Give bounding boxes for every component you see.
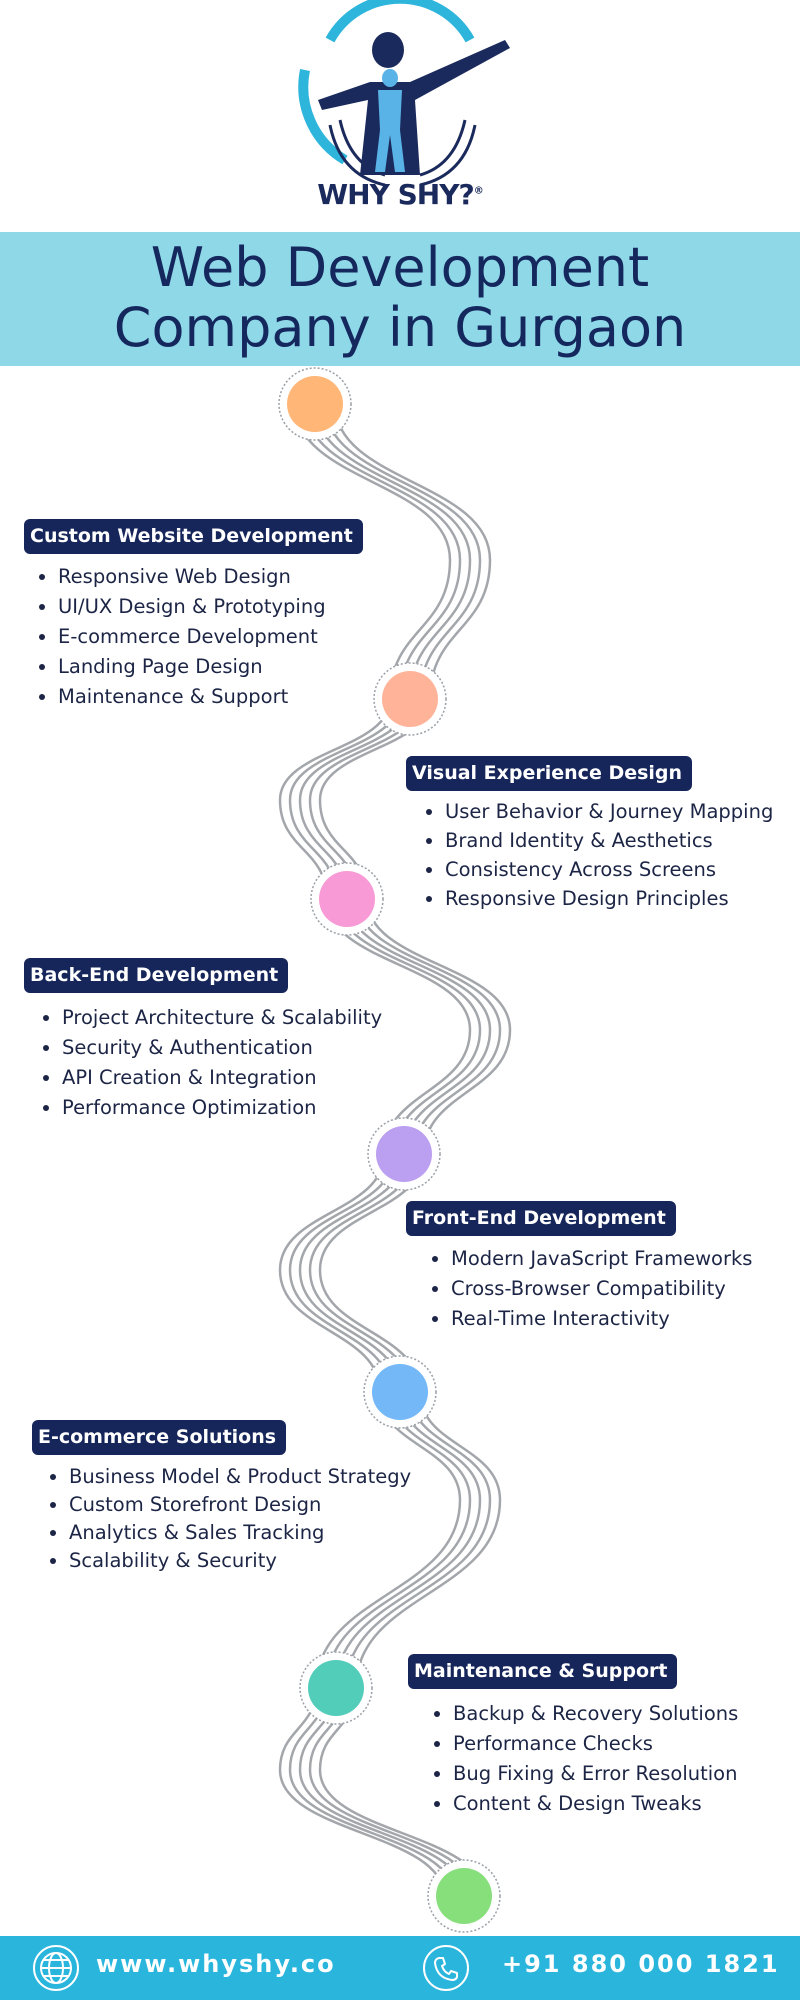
page-title-line-2: Company in Gurgaon (113, 296, 687, 359)
section-e-commerce-solutions: E-commerce Solutions Business Model & Pr… (32, 1420, 411, 1575)
list-item: UI/UX Design & Prototyping (58, 592, 363, 622)
milestone-node-2 (373, 662, 447, 736)
list-item: Consistency Across Screens (445, 855, 773, 884)
section-title: Maintenance & Support (408, 1654, 678, 1689)
section-title: Visual Experience Design (406, 756, 693, 791)
list-item: Maintenance & Support (58, 682, 363, 712)
section-visual-experience-design: Visual Experience Design User Behavior &… (406, 756, 773, 913)
list-item: Modern JavaScript Frameworks (451, 1244, 752, 1274)
list-item: Landing Page Design (58, 652, 363, 682)
footer-bar (0, 1936, 800, 2000)
logo: WHY SHY?® (0, 0, 800, 232)
milestone-node-6 (299, 1651, 373, 1725)
section-title: Front-End Development (406, 1201, 676, 1236)
list-item: Responsive Web Design (58, 562, 363, 592)
section-title: Back-End Development (24, 958, 289, 993)
list-item: Brand Identity & Aesthetics (445, 826, 773, 855)
title-banner (0, 232, 800, 366)
milestone-node-4 (367, 1117, 441, 1191)
section-maintenance-support: Maintenance & Support Backup & Recovery … (408, 1654, 738, 1819)
section-back-end-development: Back-End Development Project Architectur… (24, 958, 382, 1123)
section-list: User Behavior & Journey Mapping Brand Id… (406, 797, 773, 913)
section-list: Responsive Web Design UI/UX Design & Pro… (24, 562, 363, 712)
logo-wordmark: WHY SHY?® (317, 178, 483, 211)
globe-icon (33, 1945, 79, 1991)
list-item: Real-Time Interactivity (451, 1304, 752, 1334)
list-item: Responsive Design Principles (445, 884, 773, 913)
list-item: Project Architecture & Scalability (62, 1003, 382, 1033)
list-item: Security & Authentication (62, 1033, 382, 1063)
phone-link[interactable]: +91 880 000 1821 (502, 1950, 780, 1978)
milestone-node-3 (310, 862, 384, 936)
list-item: Performance Optimization (62, 1093, 382, 1123)
list-item: Performance Checks (453, 1729, 738, 1759)
list-item: API Creation & Integration (62, 1063, 382, 1093)
logo-figure-icon (298, 0, 510, 187)
section-title: E-commerce Solutions (32, 1420, 287, 1455)
list-item: Analytics & Sales Tracking (69, 1519, 411, 1547)
list-item: Backup & Recovery Solutions (453, 1699, 738, 1729)
section-list: Backup & Recovery Solutions Performance … (408, 1699, 738, 1819)
list-item: Content & Design Tweaks (453, 1789, 738, 1819)
section-list: Project Architecture & Scalability Secur… (24, 1003, 382, 1123)
list-item: User Behavior & Journey Mapping (445, 797, 773, 826)
website-link[interactable]: www.whyshy.co (96, 1950, 336, 1978)
milestone-node-1 (278, 367, 352, 441)
milestone-nodes (278, 367, 501, 1933)
page-title-line-1: Web Development (150, 236, 650, 299)
section-custom-website-development: Custom Website Development Responsive We… (24, 519, 363, 712)
section-title: Custom Website Development (24, 519, 363, 554)
section-front-end-development: Front-End Development Modern JavaScript … (406, 1201, 752, 1334)
list-item: Business Model & Product Strategy (69, 1463, 411, 1491)
list-item: Custom Storefront Design (69, 1491, 411, 1519)
list-item: Bug Fixing & Error Resolution (453, 1759, 738, 1789)
milestone-node-7 (427, 1859, 501, 1933)
section-list: Business Model & Product Strategy Custom… (32, 1463, 411, 1575)
list-item: E-commerce Development (58, 622, 363, 652)
phone-icon (423, 1945, 469, 1991)
milestone-node-5 (363, 1355, 437, 1429)
section-list: Modern JavaScript Frameworks Cross-Brows… (406, 1244, 752, 1334)
list-item: Cross-Browser Compatibility (451, 1274, 752, 1304)
list-item: Scalability & Security (69, 1547, 411, 1575)
